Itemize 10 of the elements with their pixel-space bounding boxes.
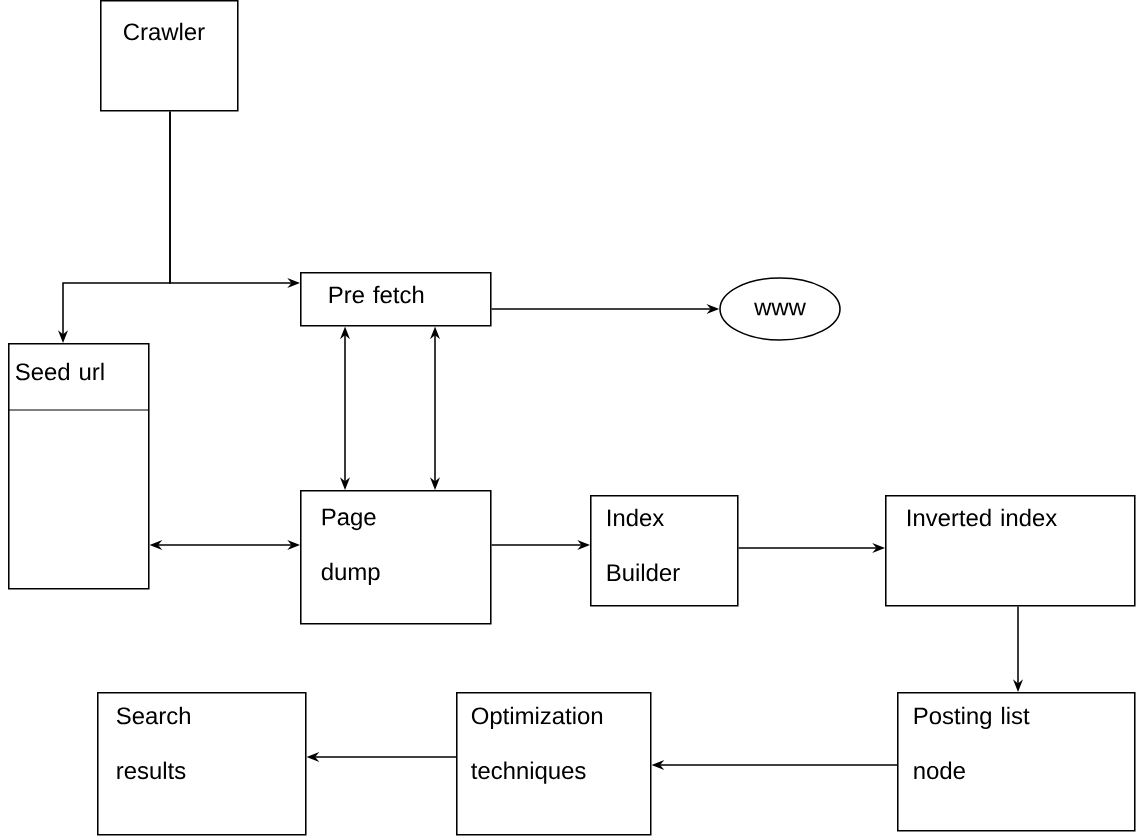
ellipse-node: www [719, 277, 841, 341]
process-box: Posting list node [897, 692, 1136, 832]
process-box: Pre fetch [300, 272, 492, 327]
process-box: Optimization techniques [456, 692, 652, 836]
process-box: Index Builder [590, 495, 739, 607]
list-box: Seed url [7, 343, 150, 590]
process-box: Crawler [100, 0, 239, 112]
process-box: Search results [97, 692, 307, 836]
process-box: Page dump [300, 490, 492, 625]
process-box: Inverted index [885, 495, 1136, 607]
